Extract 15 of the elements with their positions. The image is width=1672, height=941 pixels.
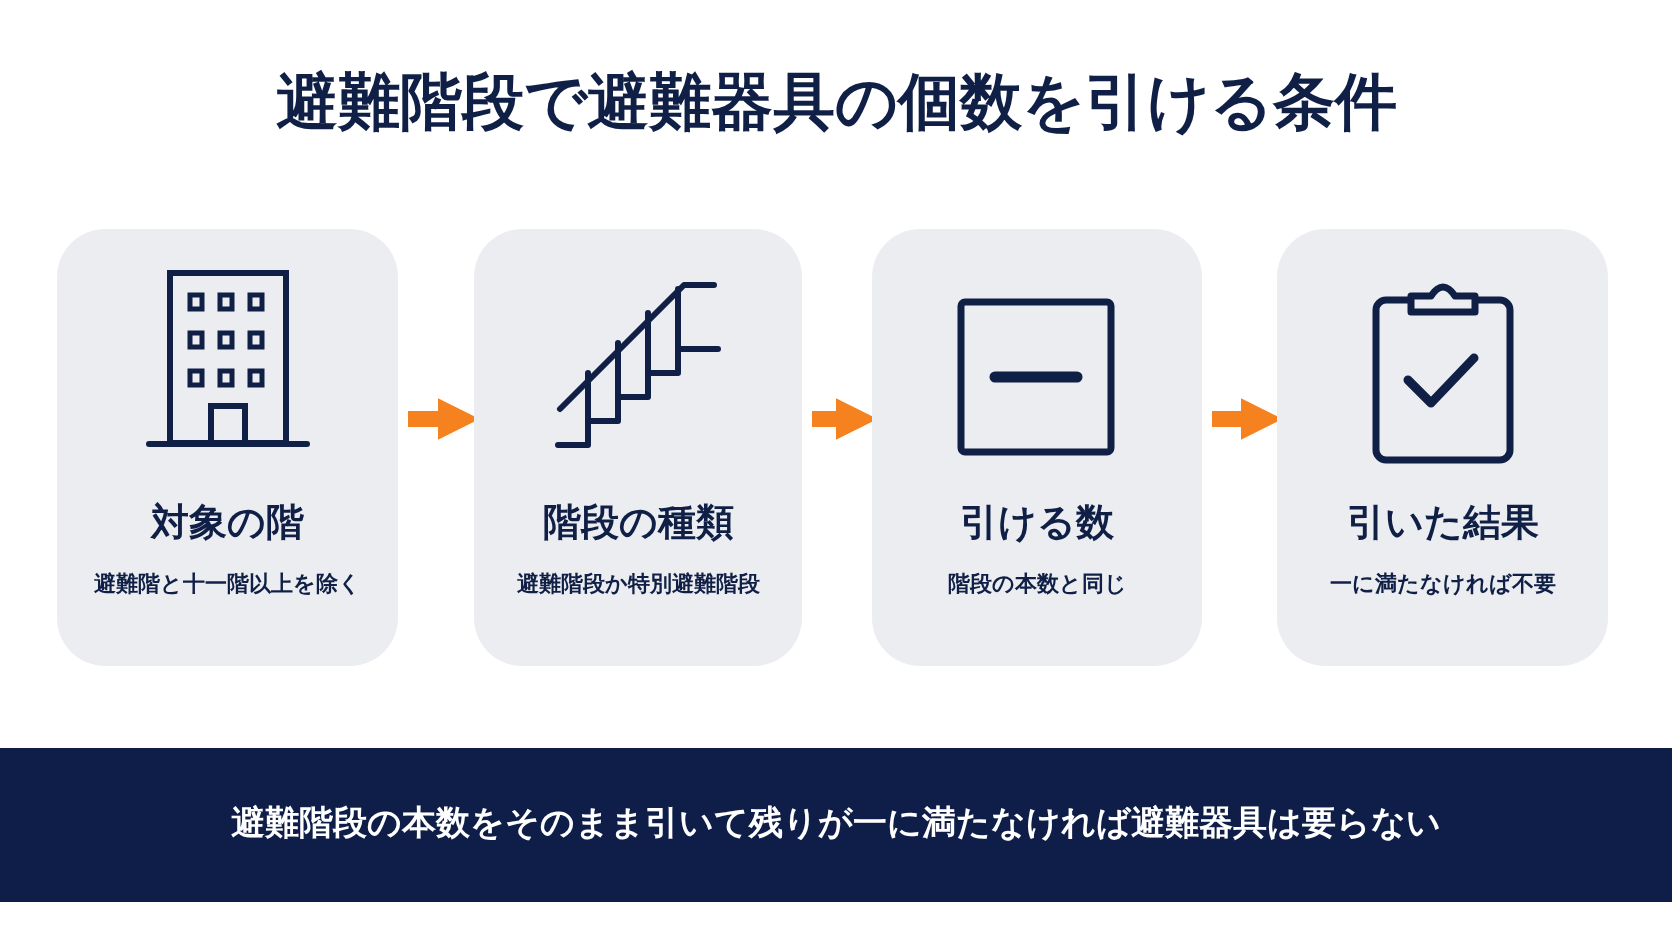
step-description: 避難階と十一階以上を除く: [93, 570, 362, 598]
step-heading: 対象の階: [149, 499, 305, 546]
summary-text: 避難階段の本数をそのまま引いて残りが一に満たなければ避難器具は要らない: [230, 801, 1442, 844]
step-card: [1277, 229, 1608, 666]
step-description: 一に満たなければ不要: [1328, 570, 1557, 598]
step-card: [57, 229, 398, 666]
step-card: [474, 229, 802, 666]
step-heading: 引ける数: [959, 499, 1115, 546]
summary-banner: [0, 748, 1672, 902]
step-description: 避難階段か特別避難階段: [515, 570, 761, 598]
title: 避難階段で避難器具の個数を引ける条件: [274, 64, 1398, 140]
step-card: [872, 229, 1202, 666]
step-description: 階段の本数と同じ: [946, 570, 1128, 598]
step-heading: 階段の種類: [541, 499, 735, 546]
step-heading: 引いた結果: [1345, 499, 1540, 546]
